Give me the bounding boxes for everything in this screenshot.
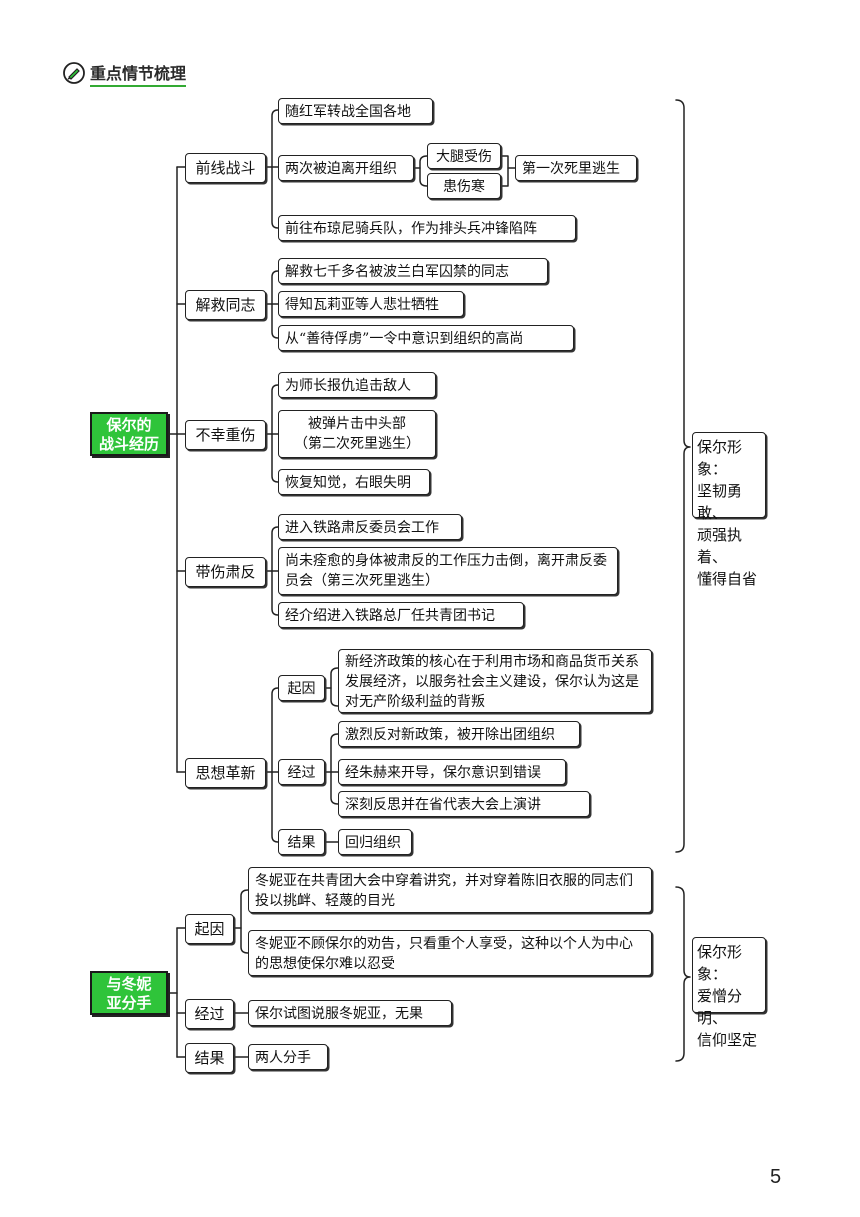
item-tonya-self-centered: 冬妮亚不顾保尔的劝告，只看重个人享受，这种以个人为中心的思想使保尔难以忍受 bbox=[248, 930, 652, 976]
category-breakup-result: 结果 bbox=[185, 1043, 234, 1073]
page-number: 5 bbox=[770, 1166, 782, 1188]
item-treat-prisoners: 从“善待俘虏”一令中意识到组织的高尚 bbox=[278, 325, 574, 351]
item-persuade-tonya: 保尔试图说服冬妮亚，无果 bbox=[248, 1000, 452, 1026]
category-injury: 不幸重伤 bbox=[185, 420, 266, 450]
item-join-railway-committee: 进入铁路肃反委员会工作 bbox=[278, 514, 462, 540]
root-breakup-with-tonya: 与冬妮 亚分手 bbox=[90, 971, 168, 1015]
header: 重点情节梳理 bbox=[62, 60, 187, 87]
item-left-organization-twice: 两次被迫离开组织 bbox=[278, 155, 414, 181]
stage-process: 经过 bbox=[278, 759, 325, 785]
item-reflection-speech: 深刻反思并在省代表大会上演讲 bbox=[338, 791, 590, 817]
item-zhukhrai-guidance: 经朱赫来开导，保尔意识到错误 bbox=[338, 759, 566, 785]
pavel-image-note-1: 保尔形象： 坚韧勇敢、 顽强执着、 懂得自省 bbox=[692, 432, 766, 588]
root-battle-experience: 保尔的 战斗经历 bbox=[90, 412, 168, 456]
sub-typhoid: 患伤寒 bbox=[427, 173, 501, 199]
item-return-to-organization: 回归组织 bbox=[338, 829, 412, 855]
item-new-economic-policy: 新经济政策的核心在于利用市场和商品货币关系发展经济，以服务社会主义建设，保尔认为… bbox=[338, 649, 652, 713]
pavel-image-note-2: 保尔形象： 爱憎分明、 信仰坚定 bbox=[692, 937, 766, 1049]
item-right-eye-blind: 恢复知觉，右眼失明 bbox=[278, 469, 430, 495]
section-title: 重点情节梳理 bbox=[90, 60, 187, 87]
stage-cause: 起因 bbox=[278, 675, 325, 701]
pen-circle-icon bbox=[63, 62, 85, 84]
item-march-with-red-army: 随红军转战全国各地 bbox=[278, 98, 433, 124]
item-valya-sacrifice: 得知瓦莉亚等人悲壮牺牲 bbox=[278, 291, 464, 317]
item-two-separate: 两人分手 bbox=[248, 1044, 328, 1070]
item-tonya-disdain: 冬妮亚在共青团大会中穿着讲究，并对穿着陈旧衣服的同志们投以挑衅、轻蔑的目光 bbox=[248, 867, 652, 913]
item-rescue-comrades: 解救七千多名被波兰白军囚禁的同志 bbox=[278, 258, 548, 284]
category-breakup-cause: 起因 bbox=[185, 914, 234, 944]
category-purge: 带伤肃反 bbox=[185, 557, 266, 587]
sub-thigh-injury: 大腿受伤 bbox=[427, 143, 501, 169]
category-rescue: 解救同志 bbox=[185, 290, 266, 320]
item-first-escape-death: 第一次死里逃生 bbox=[515, 155, 637, 181]
item-expelled-from-league: 激烈反对新政策，被开除出团组织 bbox=[338, 721, 580, 747]
item-collapse-third-escape: 尚未痊愈的身体被肃反的工作压力击倒，离开肃反委员会（第三次死里逃生） bbox=[278, 547, 618, 595]
category-frontline: 前线战斗 bbox=[185, 153, 266, 183]
item-cavalry-charge: 前往布琼尼骑兵队，作为排头兵冲锋陷阵 bbox=[278, 215, 576, 241]
category-ideology: 思想革新 bbox=[185, 758, 266, 788]
item-head-wound: 被弹片击中头部 （第二次死里逃生） bbox=[278, 410, 436, 458]
category-breakup-process: 经过 bbox=[185, 999, 234, 1029]
item-youth-league-secretary: 经介绍进入铁路总厂任共青团书记 bbox=[278, 602, 524, 628]
item-pursue-enemy: 为师长报仇追击敌人 bbox=[278, 372, 436, 398]
stage-result: 结果 bbox=[278, 829, 325, 855]
